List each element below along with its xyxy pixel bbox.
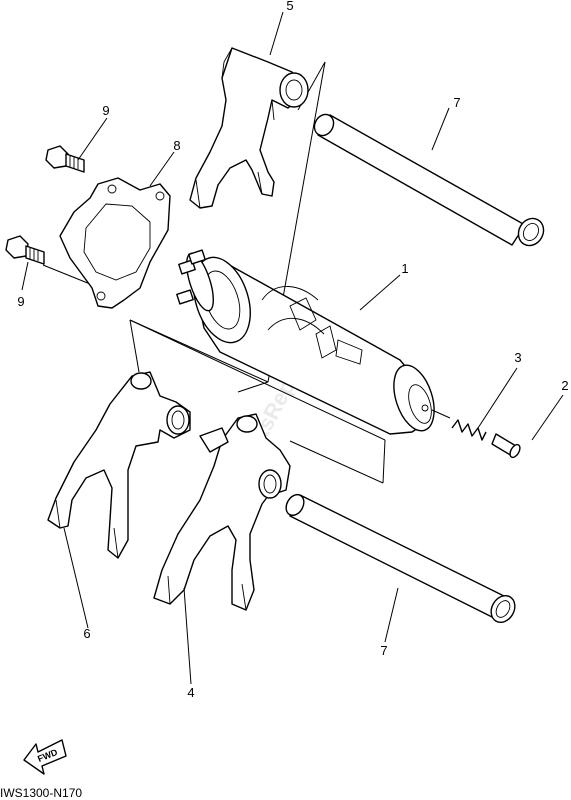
callout-2: 2: [561, 378, 568, 393]
guide-bar-upper: [313, 113, 545, 247]
bolt-lower: [5, 235, 45, 265]
shift-fork-top: [189, 47, 309, 209]
callout-3: 3: [514, 350, 521, 365]
shift-fork-center: [153, 413, 291, 611]
callout-4: 4: [187, 685, 194, 700]
callout-9-upper: 9: [102, 103, 109, 118]
fwd-arrow-icon: FWD: [23, 739, 67, 775]
callout-1: 1: [401, 261, 408, 276]
guide-bar-lower: [285, 493, 516, 624]
callout-9-lower: 9: [17, 294, 24, 309]
diagram-code: IWS1300-N170: [0, 786, 82, 800]
callout-5: 5: [286, 0, 293, 13]
retainer-plate: [59, 177, 171, 309]
shift-drum: [176, 249, 435, 435]
drum-pin: [491, 433, 521, 459]
shift-fork-left: [47, 371, 191, 559]
callout-8: 8: [173, 138, 180, 153]
callout-7-upper: 7: [453, 95, 460, 110]
callout-7-lower: 7: [380, 643, 387, 658]
leader-lines: [21, 11, 564, 685]
callout-6: 6: [83, 626, 90, 641]
detent-spring: [431, 409, 487, 441]
